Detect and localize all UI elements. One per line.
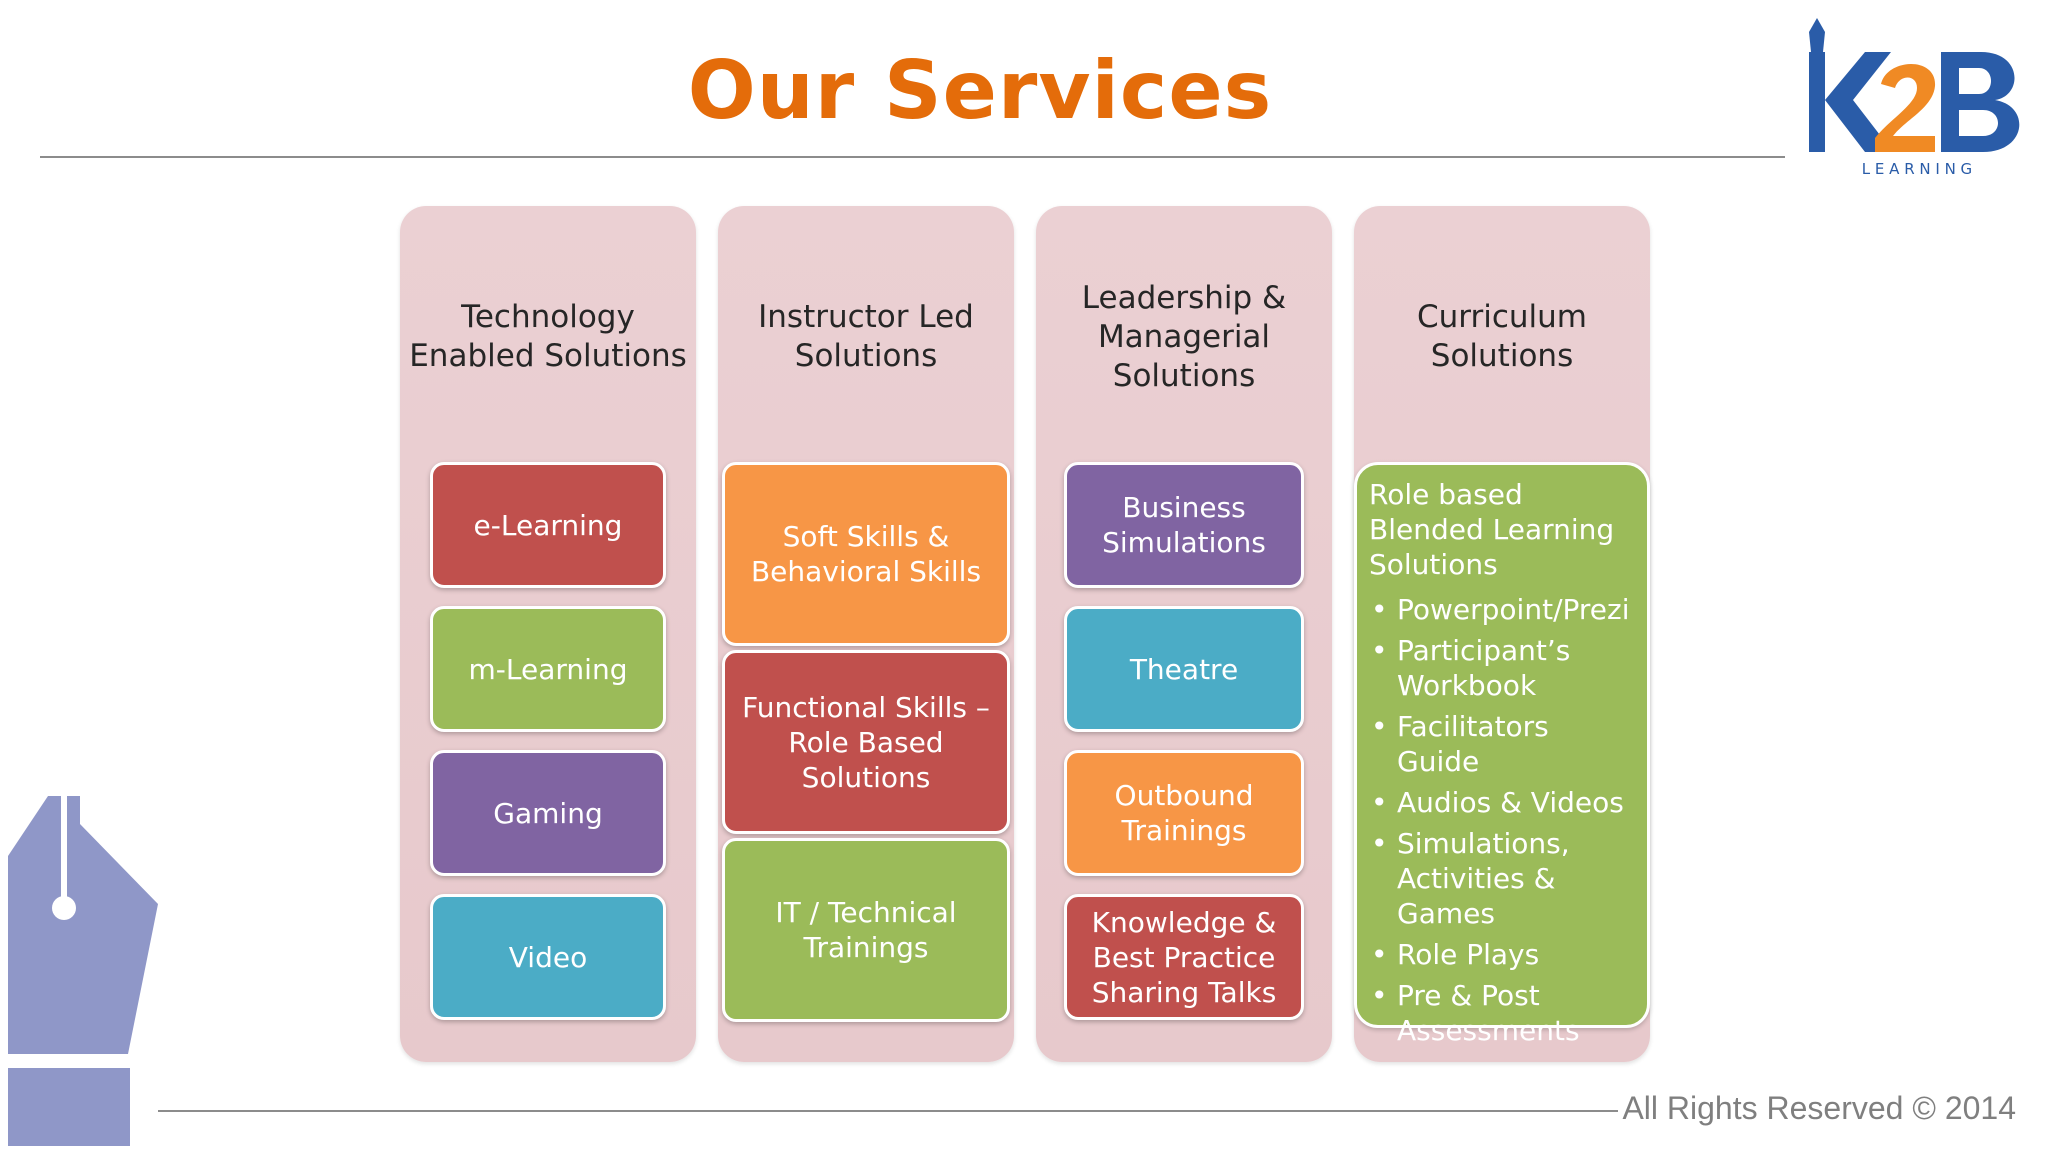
curriculum-heading: Curriculum Solutions <box>1416 299 1587 374</box>
list-item: Pre & Post Assessments <box>1369 978 1637 1048</box>
footer-divider <box>158 1110 1618 1112</box>
list-item: Simulations, Activities & Games <box>1369 826 1637 931</box>
list-item: Powerpoint/Prezi <box>1369 592 1637 627</box>
curriculum-bullet-list: Powerpoint/Prezi Participant’s Workbook … <box>1369 592 1637 1048</box>
logo-tagline: L E A R N I N G <box>1862 160 1972 178</box>
list-item: Role Plays <box>1369 937 1637 972</box>
list-item: Facilitators Guide <box>1369 709 1637 779</box>
k2b-logo: L E A R N I N G <box>1809 18 2020 178</box>
m-learning-box: m-Learning <box>430 606 666 732</box>
technology-enabled-column: Technology Enabled Solutions e-Learning … <box>400 206 696 1062</box>
outbound-trainings-box: Outbound Trainings <box>1064 750 1304 876</box>
instructor-led-heading: Instructor Led Solutions <box>758 299 974 374</box>
instructor-led-column: Instructor Led Solutions Soft Skills & B… <box>718 206 1014 1062</box>
video-box: Video <box>430 894 666 1020</box>
theatre-box: Theatre <box>1064 606 1304 732</box>
pen-nib-icon <box>8 796 158 1146</box>
curriculum-column: Curriculum Solutions Role based Blended … <box>1354 206 1650 1062</box>
knowledge-sharing-box: Knowledge & Best Practice Sharing Talks <box>1064 894 1304 1020</box>
functional-skills-box: Functional Skills – Role Based Solutions <box>722 650 1010 834</box>
business-simulations-box: Business Simulations <box>1064 462 1304 588</box>
list-item: Audios & Videos <box>1369 785 1637 820</box>
gaming-box: Gaming <box>430 750 666 876</box>
list-item: Participant’s Workbook <box>1369 633 1637 703</box>
leadership-managerial-column: Leadership & Managerial Solutions Busine… <box>1036 206 1332 1062</box>
it-technical-box: IT / Technical Trainings <box>722 838 1010 1022</box>
logo-pen-icon <box>1809 18 1825 52</box>
slide-title: Our Services <box>687 44 1273 137</box>
leadership-managerial-heading: Leadership & Managerial Solutions <box>1081 279 1287 394</box>
e-learning-box: e-Learning <box>430 462 666 588</box>
title-divider <box>40 156 1785 158</box>
curriculum-box-heading: Role based Blended Learning Solutions <box>1369 478 1615 581</box>
copyright-footer: All Rights Reserved © 2014 <box>1622 1090 2016 1126</box>
technology-enabled-heading: Technology Enabled Solutions <box>409 299 687 374</box>
curriculum-box: Role based Blended Learning Solutions Po… <box>1354 462 1650 1047</box>
soft-skills-box: Soft Skills & Behavioral Skills <box>722 462 1010 646</box>
